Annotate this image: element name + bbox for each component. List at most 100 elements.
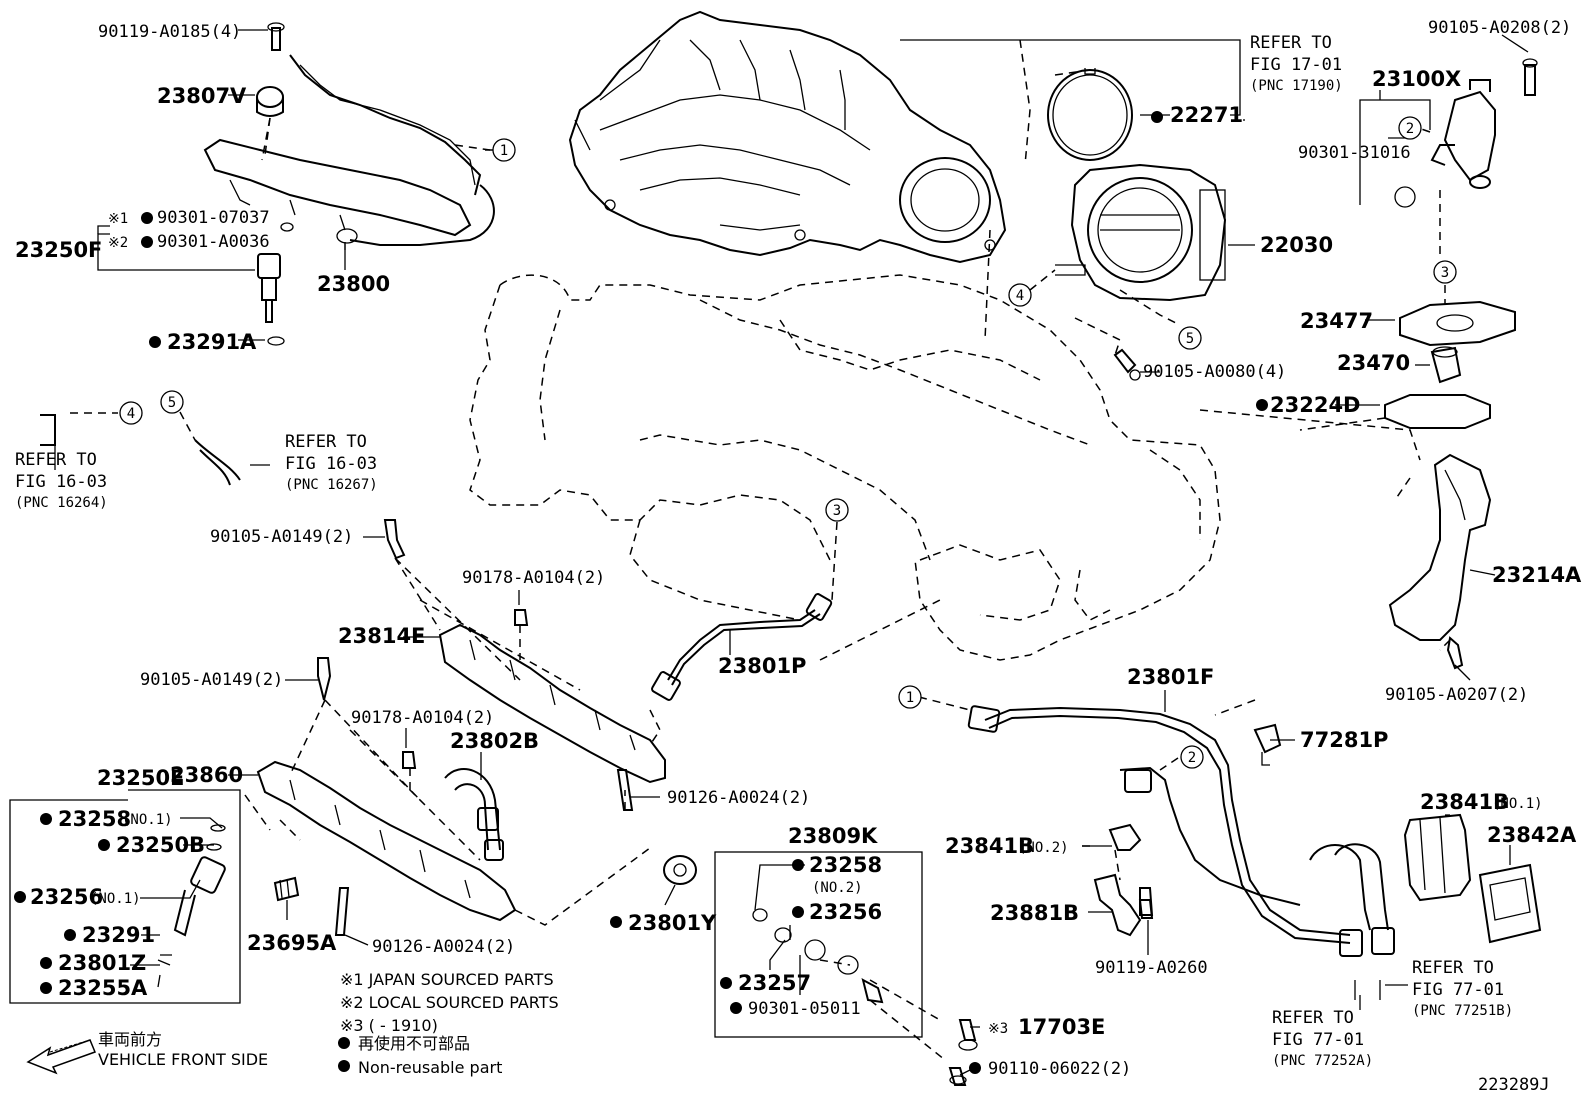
driver-23841B-no1 bbox=[1403, 813, 1472, 902]
svg-text:(PNC 16267): (PNC 16267) bbox=[285, 477, 378, 493]
label-23841B-no1: 23841B bbox=[1420, 790, 1509, 814]
throttle-body bbox=[1055, 163, 1227, 302]
svg-text:REFER TO: REFER TO bbox=[1250, 33, 1332, 53]
label-23807V: 23807V bbox=[157, 84, 247, 108]
ecu-23842A bbox=[1478, 863, 1542, 944]
lifter-23470 bbox=[1430, 346, 1462, 384]
svg-text:2: 2 bbox=[1188, 750, 1196, 766]
label-90105-A0207: 90105-A0207(2) bbox=[1385, 685, 1528, 705]
label-90119-A0185: 90119-A0185(4) bbox=[98, 22, 241, 42]
label-17703E: 17703E bbox=[1018, 1015, 1105, 1039]
label-90126-A0024-a: 90126-A0024(2) bbox=[667, 788, 810, 808]
label-90105-A0080: 90105-A0080(4) bbox=[1143, 362, 1286, 382]
svg-text:1: 1 bbox=[906, 690, 914, 706]
svg-text:※2 LOCAL SOURCED PARTS: ※2 LOCAL SOURCED PARTS bbox=[340, 993, 559, 1012]
svg-text:※3 ( - 1910): ※3 ( - 1910) bbox=[340, 1016, 438, 1035]
label-77281P: 77281P bbox=[1300, 728, 1388, 752]
label-23814E: 23814E bbox=[338, 624, 425, 648]
leader-lines bbox=[9, 29, 1529, 1076]
label-23800: 23800 bbox=[317, 272, 390, 296]
svg-text:23256: 23256 bbox=[809, 900, 882, 924]
clamp-77281P bbox=[1253, 723, 1282, 766]
label-23801Z: 23801Z bbox=[58, 951, 146, 975]
label-23256: 23256 bbox=[30, 885, 103, 909]
label-23477: 23477 bbox=[1300, 309, 1373, 333]
svg-text:Non-reusable part: Non-reusable part bbox=[358, 1058, 502, 1077]
bracket-23881B bbox=[1093, 873, 1154, 937]
callout-2-b bbox=[1180, 745, 1204, 769]
pump-23100X bbox=[1394, 58, 1538, 208]
callout-1-a bbox=[492, 138, 516, 162]
svg-text:(PNC 77252A): (PNC 77252A) bbox=[1272, 1053, 1373, 1069]
svg-text:1: 1 bbox=[500, 143, 508, 159]
hose-23802B bbox=[444, 768, 504, 861]
callout-2-a bbox=[1398, 116, 1422, 140]
label-22030: 22030 bbox=[1260, 233, 1333, 257]
label-90126-A0024-b: 90126-A0024(2) bbox=[372, 937, 515, 957]
part-labels: 90119-A0185(4) 23807V ※1 90301-07037 ※2 … bbox=[15, 18, 1582, 1095]
svg-text:※3: ※3 bbox=[988, 1021, 1008, 1037]
svg-text:5: 5 bbox=[1186, 331, 1194, 347]
clamp-23841B-no2 bbox=[1108, 823, 1142, 851]
callout-3-a bbox=[1433, 260, 1457, 284]
svg-text:FIG 16-03: FIG 16-03 bbox=[285, 454, 377, 474]
gasket-22271 bbox=[1047, 68, 1133, 161]
label-23470: 23470 bbox=[1337, 351, 1410, 375]
nonreusable-dots bbox=[14, 111, 1268, 1074]
svg-text:(NO.1): (NO.1) bbox=[90, 891, 141, 907]
label-23802B: 23802B bbox=[450, 729, 539, 753]
svg-text:(PNC 16264): (PNC 16264) bbox=[15, 495, 108, 511]
label-90301-31016: 90301-31016 bbox=[1298, 143, 1411, 163]
svg-text:(NO.2): (NO.2) bbox=[1018, 840, 1069, 856]
svg-text:(NO.1): (NO.1) bbox=[122, 812, 173, 828]
label-23291: 23291 bbox=[82, 923, 155, 947]
kit-box-23809K bbox=[714, 851, 923, 1038]
engine-outline bbox=[469, 274, 1221, 661]
svg-text:4: 4 bbox=[1016, 288, 1024, 304]
svg-text:3: 3 bbox=[1441, 265, 1449, 281]
svg-text:23257: 23257 bbox=[738, 971, 811, 995]
diagram-code: 223289J bbox=[1478, 1075, 1550, 1095]
svg-text:※1 JAPAN SOURCED PARTS: ※1 JAPAN SOURCED PARTS bbox=[340, 970, 554, 989]
label-23250B: 23250B bbox=[116, 833, 205, 857]
label-90105-A0208: 90105-A0208(2) bbox=[1428, 18, 1571, 38]
vehicle-front-arrow: 車両前方 VEHICLE FRONT SIDE bbox=[26, 1030, 268, 1075]
svg-text:REFER TO: REFER TO bbox=[15, 450, 97, 470]
svg-text:(PNC 77251B): (PNC 77251B) bbox=[1412, 1003, 1513, 1019]
fuel-rail-upper bbox=[203, 22, 495, 246]
svg-text:REFER TO: REFER TO bbox=[285, 432, 367, 452]
label-23250E: 23250E bbox=[97, 766, 184, 790]
svg-text:FIG 16-03: FIG 16-03 bbox=[15, 472, 107, 492]
label-23255A: 23255A bbox=[58, 976, 148, 1000]
svg-text:再使用不可部品: 再使用不可部品 bbox=[358, 1034, 470, 1053]
label-23801Y: 23801Y bbox=[628, 911, 717, 935]
label-90301-07037: 90301-07037 bbox=[157, 208, 270, 228]
svg-text:FIG 77-01: FIG 77-01 bbox=[1272, 1030, 1364, 1050]
callout-circles: 1 2 3 4 5 4 5 3 1 2 bbox=[119, 116, 1457, 769]
svg-text:(NO.1): (NO.1) bbox=[1492, 796, 1543, 812]
injector-23250F bbox=[257, 253, 285, 346]
legend: ※1 JAPAN SOURCED PARTS ※2 LOCAL SOURCED … bbox=[340, 970, 559, 1077]
svg-text:VEHICLE FRONT SIDE: VEHICLE FRONT SIDE bbox=[98, 1050, 268, 1069]
svg-text:FIG 77-01: FIG 77-01 bbox=[1412, 980, 1504, 1000]
label-23842A: 23842A bbox=[1487, 823, 1577, 847]
label-23214A: 23214A bbox=[1492, 563, 1582, 587]
label-90301-A0036: 90301-A0036 bbox=[157, 232, 270, 252]
label-23258: 23258 bbox=[58, 807, 131, 831]
label-23250F: 23250F bbox=[15, 238, 102, 262]
gasket-23801Y bbox=[663, 855, 697, 885]
label-90178-A0104-a: 90178-A0104(2) bbox=[462, 568, 605, 588]
label-90105-A0149-b: 90105-A0149(2) bbox=[140, 670, 283, 690]
rail-dash bbox=[264, 117, 500, 156]
clip-23695A bbox=[273, 876, 300, 902]
label-23809K: 23809K bbox=[788, 824, 878, 848]
label-23291A: 23291A bbox=[167, 330, 257, 354]
label-90178-A0104-b: 90178-A0104(2) bbox=[351, 708, 494, 728]
svg-text:2: 2 bbox=[1406, 121, 1414, 137]
svg-text:※2: ※2 bbox=[108, 235, 128, 251]
svg-text:FIG 17-01: FIG 17-01 bbox=[1250, 55, 1342, 75]
svg-text:(PNC 17190): (PNC 17190) bbox=[1250, 78, 1343, 94]
label-23801F: 23801F bbox=[1127, 665, 1214, 689]
label-23881B: 23881B bbox=[990, 901, 1079, 925]
